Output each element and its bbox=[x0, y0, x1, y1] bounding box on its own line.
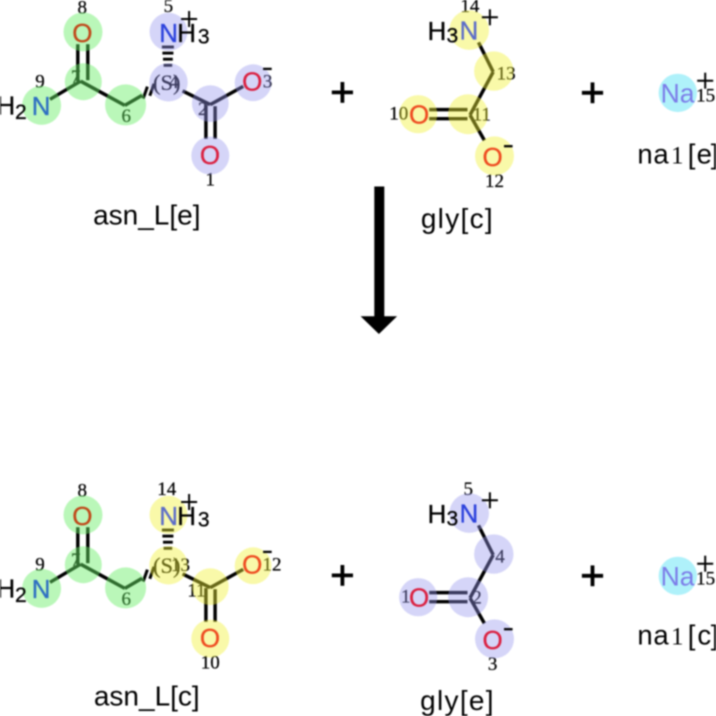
svg-text:4: 4 bbox=[169, 72, 179, 93]
svg-text:O: O bbox=[72, 18, 92, 48]
svg-text:(S): (S) bbox=[153, 553, 181, 578]
svg-text:gly[c]: gly[c] bbox=[421, 203, 494, 234]
svg-text:H: H bbox=[177, 501, 196, 531]
svg-text:[: [ bbox=[688, 619, 696, 650]
svg-text:14: 14 bbox=[157, 479, 177, 500]
svg-text:O: O bbox=[200, 140, 220, 170]
svg-text:N: N bbox=[159, 18, 178, 48]
svg-text:(S): (S) bbox=[153, 70, 181, 95]
svg-text:7: 7 bbox=[71, 550, 81, 571]
svg-text:O: O bbox=[242, 67, 262, 97]
svg-text:N: N bbox=[32, 91, 51, 121]
svg-text:H: H bbox=[428, 16, 447, 46]
svg-text:H: H bbox=[428, 499, 447, 529]
svg-text:N: N bbox=[460, 499, 479, 529]
svg-text:14: 14 bbox=[460, 0, 480, 17]
svg-text:5: 5 bbox=[464, 479, 474, 500]
svg-text:3: 3 bbox=[198, 25, 210, 48]
svg-text:O: O bbox=[242, 550, 262, 580]
svg-text:12: 12 bbox=[485, 171, 504, 192]
svg-text:2: 2 bbox=[15, 584, 27, 607]
svg-text:2: 2 bbox=[198, 99, 208, 120]
svg-text:15: 15 bbox=[696, 85, 715, 106]
svg-text:a: a bbox=[653, 619, 669, 650]
svg-text:c: c bbox=[697, 619, 711, 650]
svg-text:gly[e]: gly[e] bbox=[420, 685, 495, 716]
svg-text:O: O bbox=[72, 501, 92, 531]
svg-text:9: 9 bbox=[35, 71, 45, 92]
svg-text:1: 1 bbox=[671, 143, 684, 170]
svg-text:e: e bbox=[697, 139, 712, 170]
svg-text:asn_L[e]: asn_L[e] bbox=[93, 200, 200, 231]
svg-text:]: ] bbox=[711, 619, 716, 650]
svg-text:3: 3 bbox=[447, 507, 459, 530]
svg-text:13: 13 bbox=[497, 63, 516, 84]
svg-text:n: n bbox=[637, 619, 652, 650]
svg-text:3: 3 bbox=[198, 508, 210, 531]
svg-text:H: H bbox=[0, 574, 15, 604]
svg-text:12: 12 bbox=[263, 554, 282, 575]
svg-text:9: 9 bbox=[35, 554, 45, 575]
svg-text:3: 3 bbox=[447, 24, 459, 47]
svg-text:1: 1 bbox=[205, 170, 215, 191]
svg-text:3: 3 bbox=[263, 71, 273, 92]
svg-text:N: N bbox=[32, 574, 51, 604]
svg-text:Na: Na bbox=[661, 562, 695, 592]
svg-text:10: 10 bbox=[201, 653, 220, 674]
svg-text:N: N bbox=[460, 16, 479, 46]
svg-text:1: 1 bbox=[401, 587, 411, 608]
svg-text:O: O bbox=[409, 583, 429, 613]
svg-text:10: 10 bbox=[389, 104, 408, 125]
svg-text:7: 7 bbox=[71, 67, 81, 88]
svg-text:asn_L[c]: asn_L[c] bbox=[94, 680, 200, 711]
svg-text:2: 2 bbox=[472, 588, 482, 609]
svg-text:a: a bbox=[653, 139, 669, 170]
svg-text:11: 11 bbox=[473, 105, 491, 126]
svg-text:Na: Na bbox=[661, 79, 695, 109]
svg-text:O: O bbox=[482, 625, 502, 655]
svg-text:1: 1 bbox=[671, 623, 684, 650]
svg-text:[: [ bbox=[688, 139, 696, 170]
svg-text:8: 8 bbox=[77, 480, 87, 501]
svg-text:2: 2 bbox=[15, 101, 27, 124]
svg-text:13: 13 bbox=[171, 555, 190, 576]
svg-text:4: 4 bbox=[495, 546, 505, 567]
svg-text:O: O bbox=[409, 100, 429, 130]
svg-text:15: 15 bbox=[696, 568, 715, 589]
svg-text:6: 6 bbox=[121, 589, 131, 610]
svg-text:6: 6 bbox=[121, 106, 131, 127]
svg-text:O: O bbox=[482, 142, 502, 172]
svg-text:11: 11 bbox=[187, 580, 205, 601]
svg-text:5: 5 bbox=[164, 0, 174, 17]
svg-text:H: H bbox=[177, 18, 196, 48]
svg-text:n: n bbox=[637, 139, 652, 170]
svg-text:O: O bbox=[200, 623, 220, 653]
svg-text:8: 8 bbox=[77, 0, 87, 18]
svg-text:]: ] bbox=[711, 139, 716, 170]
svg-text:N: N bbox=[159, 501, 178, 531]
svg-text:H: H bbox=[0, 91, 15, 121]
svg-text:3: 3 bbox=[488, 654, 498, 675]
